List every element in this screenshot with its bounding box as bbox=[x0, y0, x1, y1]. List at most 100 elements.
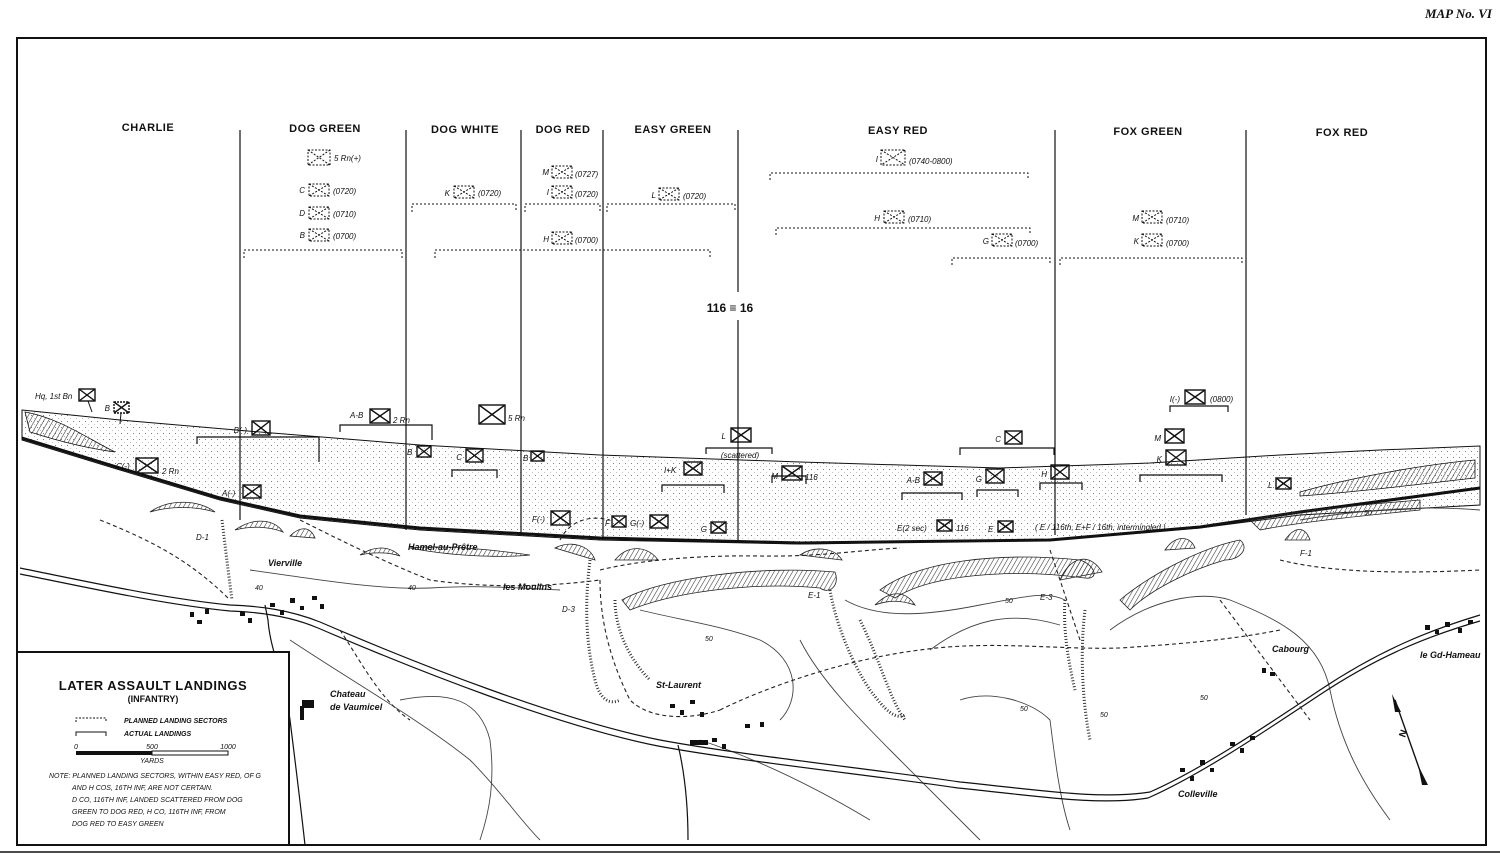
planned-unit: D (0710) bbox=[299, 206, 356, 220]
svg-text:L: L bbox=[652, 191, 656, 200]
svg-text:K: K bbox=[1157, 455, 1163, 464]
exit-e1: E-1 bbox=[808, 591, 820, 600]
legend-title: LATER ASSAULT LANDINGS bbox=[59, 678, 247, 693]
svg-text:H: H bbox=[1041, 470, 1047, 479]
svg-text:L: L bbox=[722, 432, 726, 441]
planned-sector-brackets bbox=[243, 172, 1243, 265]
actual-units: Hq, 1st Bn B B(-) C(-)2 Rn A(-) A-B2 Rn … bbox=[35, 388, 1292, 534]
rocks-east bbox=[1299, 459, 1476, 497]
actual-unit: B bbox=[407, 445, 432, 458]
svg-text:H: H bbox=[543, 235, 549, 244]
svg-text:2 Rn: 2 Rn bbox=[161, 467, 179, 476]
svg-text:M: M bbox=[1154, 434, 1161, 443]
svg-text:K: K bbox=[445, 189, 451, 198]
exit-e3: E-3 bbox=[1040, 593, 1053, 602]
svg-text:C: C bbox=[995, 435, 1001, 444]
svg-text:D: D bbox=[299, 209, 305, 218]
sector-dog-white: DOG WHITE bbox=[431, 124, 499, 136]
place-colleville: Colleville bbox=[1178, 789, 1218, 799]
sector-dog-red: DOG RED bbox=[536, 124, 591, 136]
actual-unit: B(-) bbox=[234, 420, 271, 436]
svg-text:(0740-0800): (0740-0800) bbox=[909, 157, 953, 166]
scale-tick-500: 500 bbox=[146, 744, 158, 751]
svg-text:B: B bbox=[523, 454, 529, 463]
scale-bar: 0 500 1000 YARDS bbox=[74, 744, 236, 765]
actual-unit: M bbox=[1154, 428, 1185, 444]
svg-text:(0727): (0727) bbox=[575, 170, 598, 179]
svg-text:G: G bbox=[983, 237, 989, 246]
svg-text:B: B bbox=[105, 404, 111, 413]
planned-units: 5 Rn(+) C(0720) D(0710) B(0700) K(0720) … bbox=[299, 149, 1189, 248]
place-hamel-au-pretre: Hamel-au-Prêtre bbox=[408, 542, 478, 552]
exit-f1: F-1 bbox=[1300, 549, 1312, 558]
regiment-boundary-label: 116 ≡ 16 bbox=[707, 301, 754, 315]
actual-unit: I(-)(0800) bbox=[1169, 389, 1233, 412]
svg-text:(0700): (0700) bbox=[1166, 239, 1189, 248]
sector-easy-red: EASY RED bbox=[868, 125, 928, 137]
planned-unit: C(0720) bbox=[299, 183, 356, 197]
planned-unit: I (0720) bbox=[547, 185, 598, 199]
svg-text:N: N bbox=[1397, 728, 1410, 739]
svg-text:(0710): (0710) bbox=[333, 210, 356, 219]
svg-text:(0710): (0710) bbox=[1166, 216, 1189, 225]
contour-label: 50 bbox=[705, 636, 713, 643]
shoreline bbox=[21, 436, 1481, 545]
roads bbox=[19, 567, 1481, 846]
actual-unit: C bbox=[995, 430, 1023, 445]
svg-text:A-B: A-B bbox=[906, 476, 921, 485]
svg-text:A(-): A(-) bbox=[221, 489, 236, 498]
actual-unit: F bbox=[605, 515, 627, 528]
ravine-hachures bbox=[220, 519, 1092, 741]
legend: LATER ASSAULT LANDINGS (INFANTRY) PLANNE… bbox=[16, 651, 290, 846]
scale-tick-1000: 1000 bbox=[220, 744, 236, 751]
svg-text:C: C bbox=[299, 186, 305, 195]
planned-unit: G(0700) bbox=[983, 233, 1038, 248]
exit-labels: D-1 D-3 E-1 E-3 F-1 bbox=[196, 533, 1312, 614]
contour-label: 40 bbox=[255, 585, 263, 592]
svg-text:I(-): I(-) bbox=[1170, 395, 1181, 404]
svg-text:E(2 sec): E(2 sec) bbox=[897, 524, 927, 533]
north-arrow-icon: N bbox=[1392, 694, 1428, 786]
svg-text:M: M bbox=[1132, 214, 1139, 223]
exit-d1: D-1 bbox=[196, 533, 209, 542]
svg-text:(0720): (0720) bbox=[575, 190, 598, 199]
sector-dog-green: DOG GREEN bbox=[289, 123, 361, 135]
legend-subtitle: (INFANTRY) bbox=[128, 694, 179, 704]
legend-note-line: D CO, 116TH INF, LANDED SCATTERED FROM D… bbox=[72, 797, 243, 804]
planned-unit: M(0727) bbox=[542, 165, 598, 179]
svg-text:(0710): (0710) bbox=[908, 215, 931, 224]
legend-note-line: AND H COS, 16TH INF, ARE NOT CERTAIN. bbox=[71, 785, 213, 792]
actual-unit: G bbox=[701, 521, 727, 534]
svg-text:F: F bbox=[605, 519, 611, 528]
sector-easy-green: EASY GREEN bbox=[635, 124, 712, 136]
actual-unit: A-B2 Rn bbox=[349, 408, 410, 425]
planned-sector-symbol bbox=[75, 717, 107, 722]
actual-unit: 5 Rn bbox=[478, 404, 525, 425]
place-les-moulins: les Moulins bbox=[503, 582, 552, 592]
svg-text:C(-): C(-) bbox=[116, 462, 130, 471]
svg-text:(0720): (0720) bbox=[683, 192, 706, 201]
planned-unit: M (0710) bbox=[1132, 210, 1189, 225]
actual-unit: G bbox=[976, 468, 1005, 484]
svg-text:(0720): (0720) bbox=[478, 189, 501, 198]
place-cabourg: Cabourg bbox=[1272, 644, 1310, 654]
map-frame bbox=[16, 37, 1487, 846]
legend-note-line: NOTE: PLANNED LANDING SECTORS, WITHIN EA… bbox=[49, 773, 262, 780]
legend-planned-label: PLANNED LANDING SECTORS bbox=[124, 718, 228, 725]
planned-unit: B(0700) bbox=[300, 228, 356, 242]
place-vaumicel: de Vaumicel bbox=[330, 702, 383, 712]
actual-unit: A-B bbox=[906, 471, 943, 486]
actual-unit: C(-) 2 Rn bbox=[116, 457, 179, 476]
contour-lines bbox=[249, 507, 1481, 841]
actual-unit: B bbox=[105, 401, 130, 425]
actual-unit: L bbox=[1268, 477, 1292, 490]
place-st-laurent: St-Laurent bbox=[656, 680, 702, 690]
place-vierville: Vierville bbox=[268, 558, 302, 568]
legend-note-line: DOG RED TO EASY GREEN bbox=[72, 821, 164, 828]
sector-titles: CHARLIE DOG GREEN DOG WHITE DOG RED EASY… bbox=[122, 122, 1368, 139]
actual-unit: Hq, 1st Bn bbox=[35, 388, 96, 413]
svg-text:I: I bbox=[547, 188, 550, 197]
map-number: MAP No. VI bbox=[1424, 6, 1493, 21]
sector-fox-red: FOX RED bbox=[1316, 127, 1368, 139]
contour-label: 50 bbox=[1020, 706, 1028, 713]
